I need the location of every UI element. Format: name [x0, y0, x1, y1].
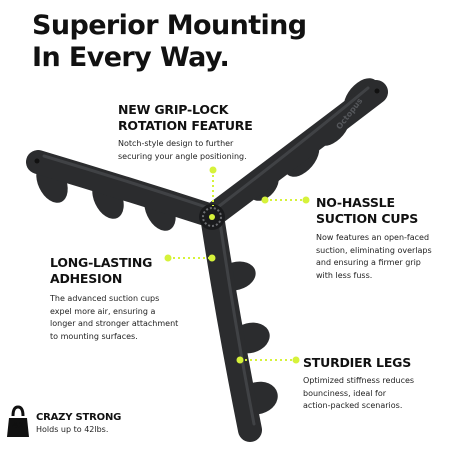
feature-title-grip-lock: NEW GRIP-LOCK ROTATION FEATURE — [118, 102, 253, 134]
feature-title-sturdier-legs: STURDIER LEGS — [303, 355, 411, 371]
feature-desc-line: bounciness, ideal for — [303, 388, 387, 398]
headline: Superior Mounting In Every Way. — [32, 10, 307, 74]
feature-title-line: LONG-LASTING — [50, 255, 153, 270]
weight-badge: 42 — [6, 404, 30, 438]
feature-desc-line: longer and stronger attachment — [50, 319, 179, 328]
feature-desc-line: Optimized stiffness reduces — [303, 376, 415, 385]
grip-lock-hub — [199, 204, 225, 230]
kettlebell-icon — [7, 405, 29, 437]
feature-desc-line: securing your angle positioning. — [118, 151, 247, 161]
feature-title-line: SUCTION CUPS — [316, 211, 419, 226]
strength-title: CRAZY STRONG — [36, 412, 122, 423]
feature-title-suction-cups: NO-HASSLE SUCTION CUPS — [316, 195, 418, 227]
feature-desc-line: expel more air, ensuring a — [50, 306, 156, 316]
feature-title-line: NEW GRIP-LOCK — [118, 102, 229, 117]
feature-desc-line: The advanced suction cups — [50, 294, 160, 303]
feature-title-line: ADHESION — [50, 271, 123, 286]
feature-desc-line: Notch-style design to further — [118, 139, 234, 148]
feature-desc-line: with less fuss. — [316, 270, 373, 280]
feature-desc-line: Now features an open-faced — [316, 233, 430, 242]
feature-title-line: NO-HASSLE — [316, 195, 395, 210]
strength-desc: Holds up to 42lbs. — [36, 425, 109, 434]
screw-hole-right — [374, 88, 380, 94]
callout-dots — [164, 166, 310, 364]
leg-highlights — [42, 86, 370, 426]
mount-legs — [26, 80, 388, 442]
feature-desc-sturdier-legs: Optimized stiffness reduces bounciness, … — [303, 375, 414, 413]
feature-desc-suction-cups: Now features an open-faced suction, elim… — [316, 232, 432, 282]
feature-desc-line: and ensuring a firmer grip — [316, 258, 421, 267]
feature-desc-adhesion: The advanced suction cups expel more air… — [50, 293, 178, 343]
feature-desc-line: to mounting surfaces. — [50, 331, 138, 341]
feature-desc-line: suction, eliminating overlaps — [316, 245, 432, 255]
feature-title-line: STURDIER LEGS — [303, 355, 412, 370]
headline-line-1: Superior Mounting — [32, 10, 307, 41]
screw-hole-left — [34, 158, 40, 164]
feature-title-line: ROTATION FEATURE — [118, 118, 253, 133]
weight-badge-number: 42 — [12, 421, 24, 430]
feature-title-adhesion: LONG-LASTING ADHESION — [50, 255, 152, 287]
feature-desc-grip-lock: Notch-style design to further securing y… — [118, 138, 247, 163]
headline-line-2: In Every Way. — [32, 42, 230, 73]
callout-lines — [168, 170, 306, 361]
feature-desc-line: action-packed scenarios. — [303, 401, 403, 410]
